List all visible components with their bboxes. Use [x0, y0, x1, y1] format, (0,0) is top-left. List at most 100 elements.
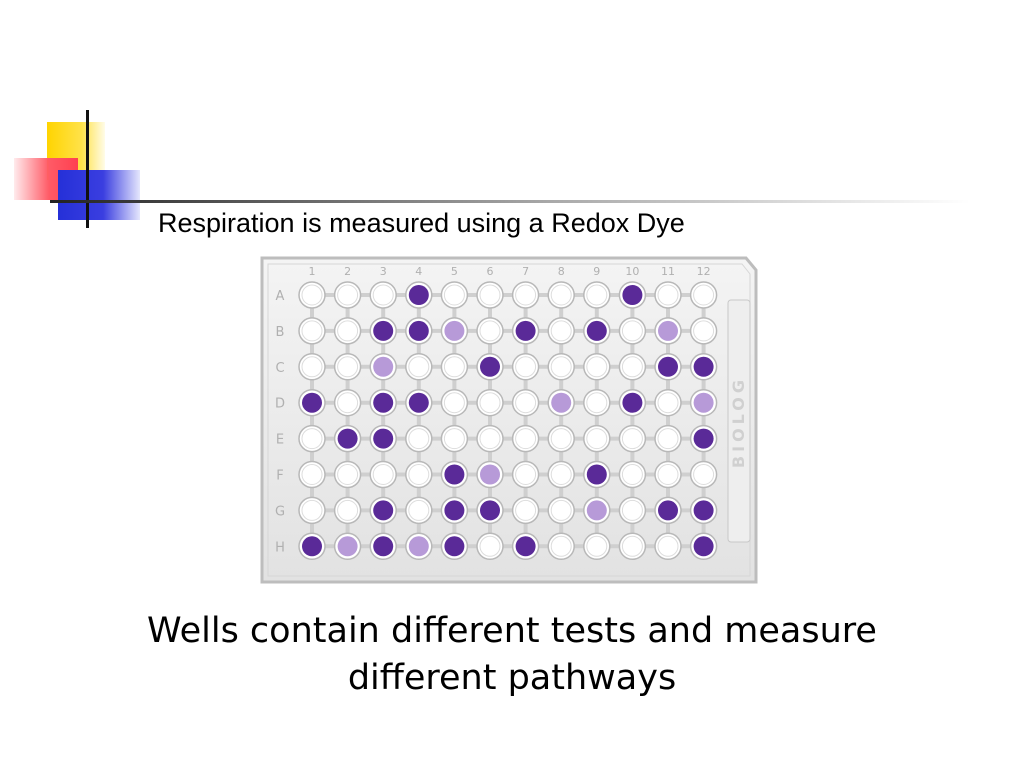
well-H10: [621, 535, 643, 557]
well-E11: [657, 428, 679, 450]
well-D11: [657, 392, 679, 414]
well-B1: [301, 320, 323, 342]
well-A6: [479, 284, 501, 306]
row-label: C: [275, 361, 284, 376]
well-E10: [621, 428, 643, 450]
well-H8: [550, 535, 572, 557]
well-F6: [480, 464, 500, 485]
well-H5: [444, 536, 465, 557]
row-label: B: [276, 325, 285, 340]
well-A5: [443, 284, 465, 306]
column-label: 6: [487, 265, 494, 278]
well-E9: [586, 428, 608, 450]
plate-brand-text: BIOLOG: [729, 376, 748, 468]
column-label: 4: [415, 265, 422, 278]
well-A12: [693, 284, 715, 306]
well-D2: [337, 392, 359, 414]
well-A10: [622, 285, 643, 305]
well-C1: [301, 356, 323, 378]
well-A8: [550, 284, 572, 306]
well-E12: [693, 428, 714, 449]
well-A9: [586, 284, 608, 306]
column-label: 2: [344, 265, 351, 278]
well-G9: [586, 500, 607, 521]
well-C5: [443, 356, 465, 378]
caption-line-2: different pathways: [347, 658, 677, 698]
well-A3: [372, 284, 394, 306]
column-label: 5: [451, 265, 458, 278]
well-D4: [408, 392, 429, 413]
well-A11: [657, 284, 679, 306]
well-C11: [658, 356, 678, 377]
well-A4: [408, 285, 429, 305]
column-label: 12: [697, 265, 711, 278]
column-label: 1: [309, 265, 316, 278]
slide-caption: Wells contain different tests and measur…: [62, 608, 962, 702]
row-label: D: [275, 397, 285, 412]
well-G10: [621, 499, 643, 521]
row-label: A: [276, 289, 285, 304]
column-label: 11: [661, 265, 675, 278]
well-C6: [480, 356, 500, 377]
plate-wells: [298, 281, 718, 561]
vertical-rule: [86, 110, 89, 228]
well-E7: [515, 428, 537, 450]
well-F8: [550, 464, 572, 485]
well-H12: [693, 536, 714, 557]
well-A1: [301, 284, 323, 306]
well-B3: [373, 320, 394, 341]
row-label: F: [276, 469, 283, 484]
well-F10: [621, 464, 643, 485]
plate-body: [260, 256, 758, 584]
well-B8: [550, 320, 572, 342]
horizontal-rule: [50, 200, 970, 203]
well-F5: [444, 464, 465, 485]
well-H11: [657, 535, 679, 557]
well-H2: [337, 536, 358, 557]
well-F2: [337, 464, 359, 485]
well-C8: [550, 356, 572, 378]
well-C12: [693, 356, 714, 377]
column-label: 3: [380, 265, 387, 278]
well-H3: [373, 536, 394, 557]
column-label: 8: [558, 265, 565, 278]
well-B10: [621, 320, 643, 342]
blue-square-decoration: [58, 170, 140, 220]
column-label: 10: [625, 265, 639, 278]
well-G5: [444, 500, 465, 521]
well-F7: [515, 464, 537, 485]
well-E5: [443, 428, 465, 450]
well-B4: [408, 320, 429, 341]
well-D5: [443, 392, 465, 414]
well-G2: [337, 499, 359, 521]
well-B6: [479, 320, 501, 342]
column-label: 7: [522, 265, 529, 278]
well-D7: [515, 392, 537, 414]
well-B5: [444, 320, 465, 341]
well-E4: [408, 428, 430, 450]
well-F3: [372, 464, 394, 485]
column-label: 9: [593, 265, 600, 278]
well-F1: [301, 464, 323, 485]
well-D6: [479, 392, 501, 414]
well-C7: [515, 356, 537, 378]
well-A2: [337, 284, 359, 306]
well-G7: [515, 499, 537, 521]
well-H7: [515, 536, 536, 557]
well-D1: [302, 392, 322, 413]
well-G1: [301, 499, 323, 521]
well-F9: [586, 464, 607, 485]
well-C10: [621, 356, 643, 378]
well-G4: [408, 499, 430, 521]
well-H6: [479, 535, 501, 557]
well-D8: [551, 392, 572, 413]
row-label: G: [275, 504, 285, 519]
row-label: H: [275, 540, 285, 555]
well-C2: [337, 356, 359, 378]
well-H1: [302, 536, 322, 557]
caption-line-1: Wells contain different tests and measur…: [147, 611, 877, 651]
well-B9: [586, 320, 607, 341]
